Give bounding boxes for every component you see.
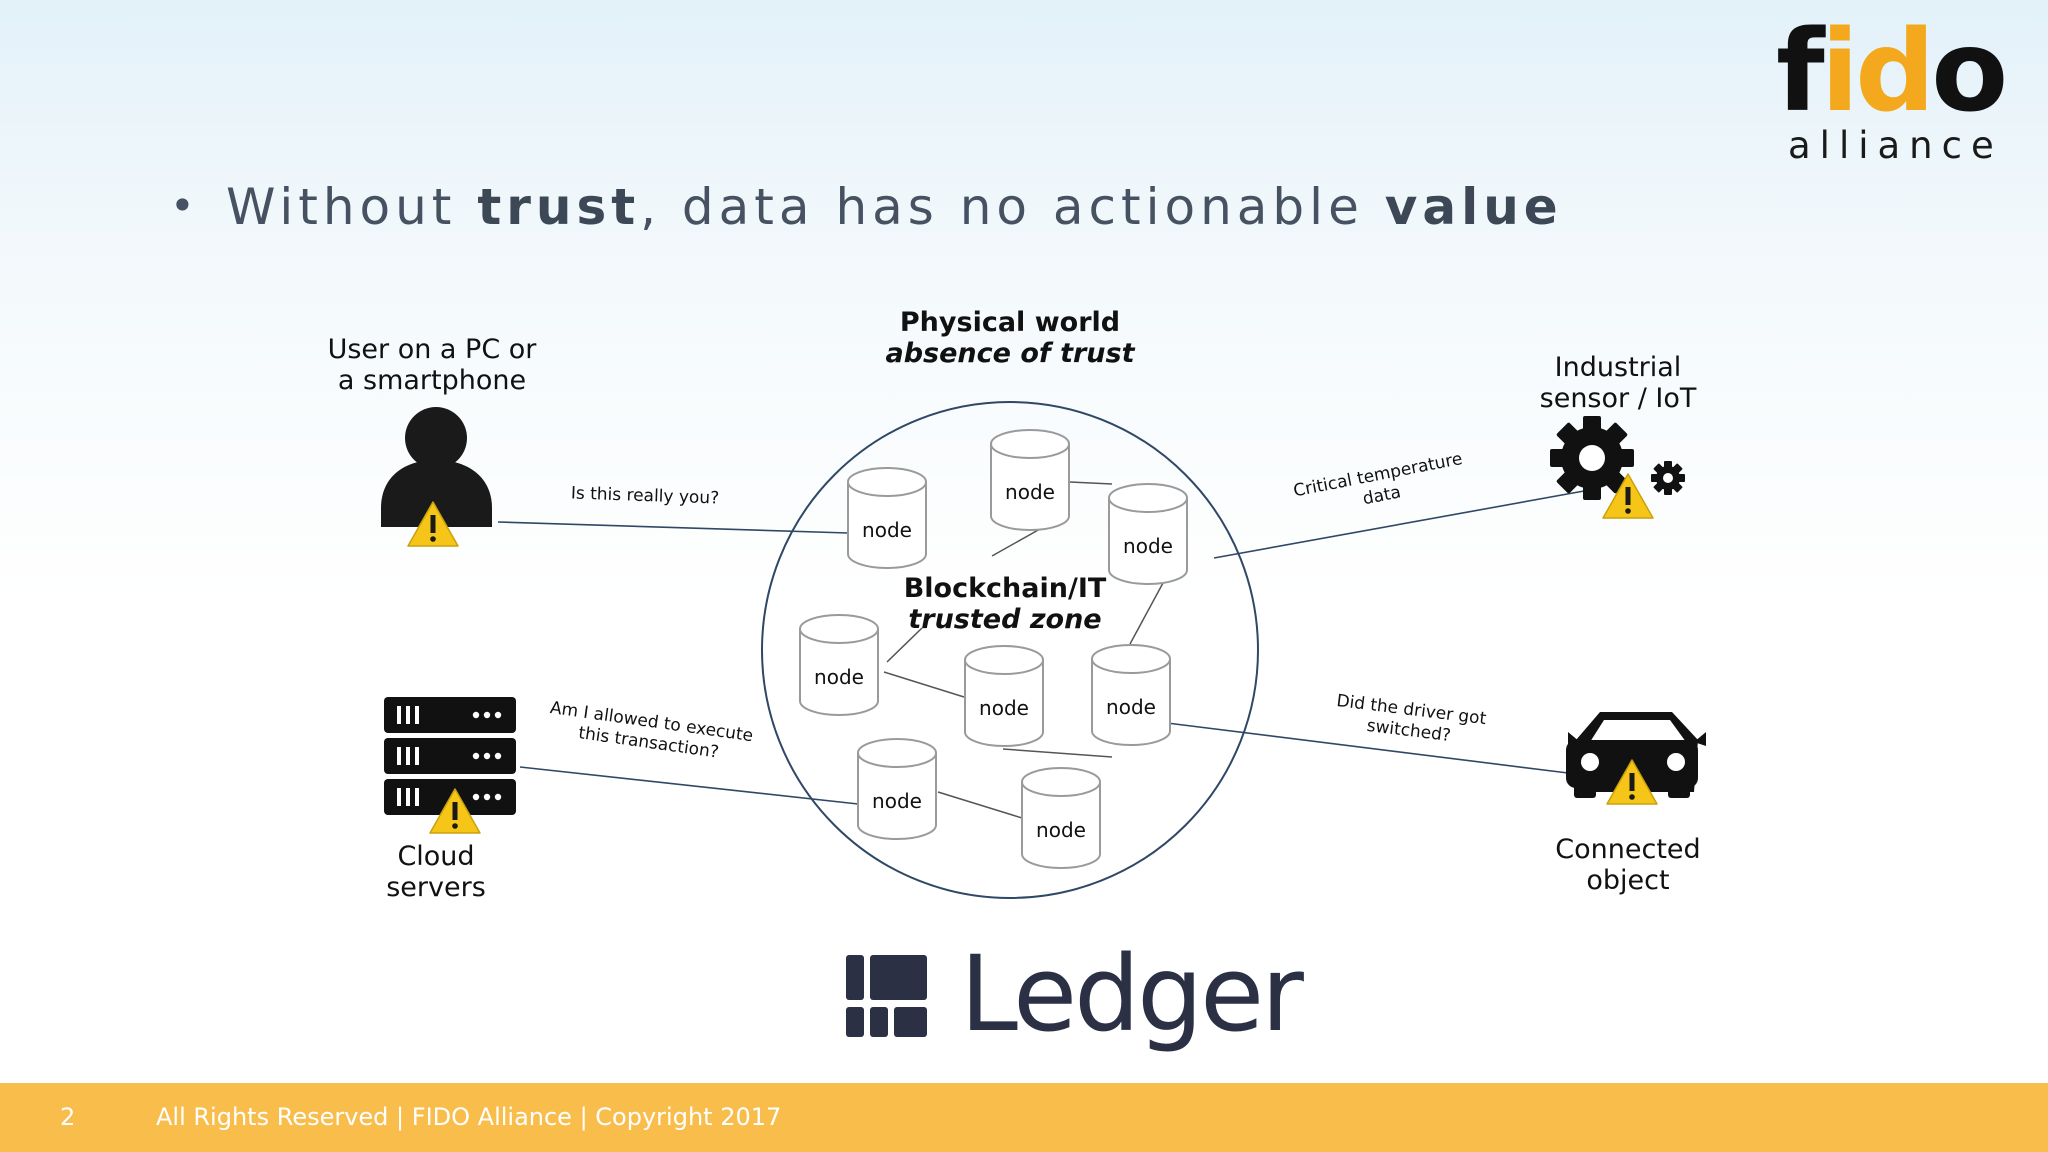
user-label: User on a PC or a smartphone	[282, 334, 582, 396]
headline-part1: Without	[226, 178, 478, 236]
trusted-zone-subtitle: trusted zone	[908, 604, 1102, 635]
headline-bullet: •	[170, 181, 200, 230]
node-link	[1069, 481, 1113, 485]
node-label: node	[1123, 534, 1173, 558]
cloud-servers-icon	[384, 697, 516, 834]
page-number: 2	[60, 1103, 76, 1131]
node-link	[886, 627, 923, 663]
physical-world-subtitle: absence of trust	[885, 338, 1135, 369]
physical-world-title: Physical world	[899, 307, 1121, 338]
trusted-zone-circle	[761, 401, 1259, 899]
fido-letter-f: f	[1776, 7, 1825, 137]
node-link	[937, 791, 1023, 819]
ledger-mark-icon	[846, 955, 927, 1037]
user-label-line1: User on a PC or	[327, 334, 537, 365]
gears-icon	[1550, 416, 1685, 519]
car-label: Connected object	[1528, 834, 1728, 896]
user-label-line2: a smartphone	[337, 365, 527, 396]
car-connector	[1166, 722, 1569, 774]
node-label: node	[979, 696, 1029, 720]
fido-letter-d: d	[1855, 7, 1935, 137]
trusted-zone-title: Blockchain/IT	[903, 573, 1107, 604]
user-icon	[381, 407, 492, 547]
cloud-label: Cloud servers	[336, 841, 536, 903]
user-connector	[497, 521, 849, 534]
node-label: node	[1005, 480, 1055, 504]
trusted-zone-label: Blockchain/IT trusted zone	[855, 573, 1155, 635]
node-cylinder: node	[799, 614, 879, 716]
fido-letter-i: i	[1820, 7, 1859, 137]
node-link	[883, 671, 965, 698]
fido-wordmark: fido	[1776, 16, 2008, 128]
car-icon	[1566, 712, 1706, 805]
ledger-wordmark: Ledger	[960, 933, 1304, 1055]
fido-alliance-logo: fido ® alliance	[1776, 16, 2008, 168]
node-cylinder: node	[1021, 767, 1101, 869]
car-label-line1: Connected	[1555, 834, 1701, 865]
node-cylinder: node	[857, 738, 937, 840]
ledger-logo: Ledger	[843, 933, 1304, 1065]
headline-part2: , data has no actionable	[640, 178, 1385, 236]
sensor-label: Industrial sensor / IoT	[1518, 352, 1718, 414]
node-cylinder: node	[1108, 483, 1188, 585]
sensor-connector	[1213, 490, 1585, 559]
sensor-label-line2: sensor / IoT	[1539, 383, 1697, 414]
cloud-label-line2: servers	[386, 872, 486, 903]
node-cylinder: node	[847, 467, 927, 569]
node-label: node	[1036, 818, 1086, 842]
cloud-label-line1: Cloud	[397, 841, 475, 872]
headline-trust: trust	[477, 178, 641, 236]
sensor-label-line1: Industrial	[1554, 352, 1682, 383]
node-cylinder: node	[990, 429, 1070, 531]
node-cylinder: node	[1091, 644, 1171, 746]
copyright-text: All Rights Reserved | FIDO Alliance | Co…	[156, 1103, 782, 1131]
registered-mark: ®	[1982, 52, 1994, 66]
footer-bar: 2 All Rights Reserved | FIDO Alliance | …	[0, 1083, 2048, 1152]
node-link	[1129, 582, 1164, 645]
node-label: node	[862, 518, 912, 542]
node-cylinder: node	[964, 645, 1044, 747]
node-label: node	[1106, 695, 1156, 719]
cloud-connector	[519, 766, 859, 805]
node-label: node	[814, 665, 864, 689]
physical-world-label: Physical world absence of trust	[860, 307, 1160, 369]
car-label-line2: object	[1586, 865, 1670, 896]
fido-subtitle: alliance	[1788, 124, 2003, 167]
headline: • Without trust, data has no actionable v…	[170, 178, 1563, 236]
node-label: node	[872, 789, 922, 813]
headline-value: value	[1384, 178, 1563, 236]
fido-letter-o: o	[1931, 7, 2008, 137]
node-link	[1002, 748, 1113, 758]
